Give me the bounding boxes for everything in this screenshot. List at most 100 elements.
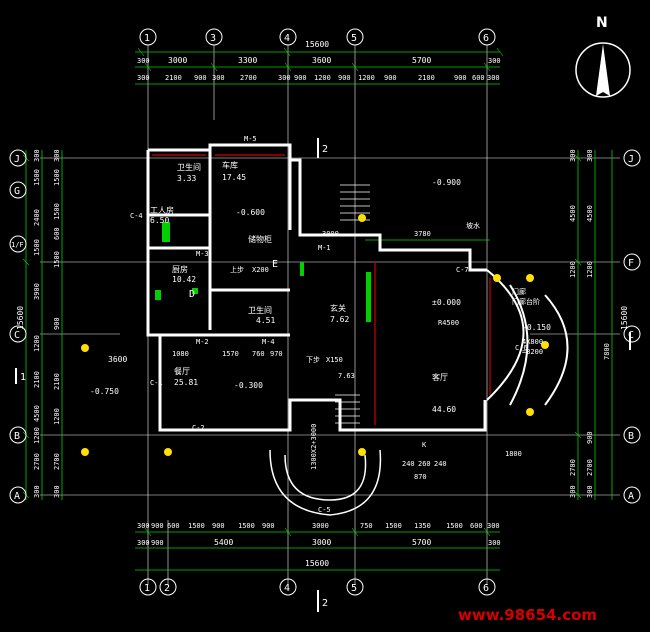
- dim-bot-r1-10: 1350: [414, 522, 431, 530]
- dim-left-i4: 1500: [53, 251, 61, 268]
- tag-D: D: [189, 289, 195, 300]
- room-kitchen-name: 厨房: [172, 264, 188, 274]
- dim-left-o5: 1200: [33, 335, 41, 352]
- dim-left-total: 15600: [16, 306, 25, 330]
- dim-top-r3-3: 300: [212, 74, 225, 82]
- room-kitchen-area: 10.42: [172, 275, 196, 284]
- note-r4500: R4500: [438, 319, 459, 327]
- dim-top-r3-1: 2100: [165, 74, 182, 82]
- section-top: 2: [322, 144, 328, 155]
- note-3200: =3200: [522, 348, 543, 356]
- dim-left-i8: 300: [53, 485, 61, 498]
- axis-left-C: C: [14, 330, 20, 341]
- left-dimension-texts: 15600 300 1500 2400 1500 3900 1200 2100 …: [16, 149, 61, 498]
- axis-right-C: C: [628, 330, 634, 341]
- dim-bot-r1-13: 300: [487, 522, 500, 530]
- dim-left-o6: 2100: [33, 371, 41, 388]
- stair-down-size: X150: [326, 356, 343, 364]
- room-worker-area: 6.50: [150, 216, 169, 225]
- section-left: 1: [20, 372, 26, 383]
- stair-run: 1300X2+3000: [310, 424, 318, 470]
- note-slope: 坡水: [466, 221, 480, 230]
- dim-top-r3-14: 300: [487, 74, 500, 82]
- elev-living: ±0.000: [432, 298, 461, 307]
- dim-top-r3-7: 1200: [314, 74, 331, 82]
- dim-bot-r2-3: 3000: [312, 538, 331, 547]
- note-4x800: 4X800: [522, 338, 543, 346]
- stair-down-label: 下步: [306, 356, 320, 364]
- dim-top-r2-4: 5700: [412, 56, 431, 65]
- stair-up-label: 上步: [230, 265, 244, 274]
- note-porch: 门廊: [512, 287, 526, 296]
- dim-top-r3-13: 600: [472, 74, 485, 82]
- dim-right-total: 15600: [620, 306, 629, 330]
- dim-bot-r2-4: 5700: [412, 538, 431, 547]
- light-points: [81, 214, 549, 456]
- dim-top-r2-1: 3000: [168, 56, 187, 65]
- axis-right-J: J: [628, 154, 634, 165]
- dim-top-r3-10: 900: [384, 74, 397, 82]
- dim-left-i6: 2100: [53, 373, 61, 390]
- dim-right-i4: 300: [569, 485, 577, 498]
- dim-left-i1: 1500: [53, 169, 61, 186]
- dim-left-o10: 2700: [53, 453, 61, 470]
- dim-left-o7: 4500: [33, 405, 41, 422]
- axis-grid-lines: [40, 45, 620, 585]
- dim-top-r2-3: 3600: [312, 56, 331, 65]
- axis-top-4: 4: [284, 33, 290, 44]
- dim-right-o3: 7800: [603, 343, 611, 360]
- dim-bot-r1-9: 1500: [385, 522, 402, 530]
- dim-bot-r1-2: 600: [167, 522, 180, 530]
- room-garage-area: 17.45: [222, 173, 246, 182]
- tag-C6: C-6: [515, 344, 528, 352]
- dim-top-r3-5: 300: [278, 74, 291, 82]
- stair-up-size: X200: [252, 266, 269, 274]
- watermark: www.98654.com: [458, 606, 597, 624]
- dim-top-r3-6: 900: [294, 74, 307, 82]
- section-bottom: 2: [322, 598, 328, 609]
- note-porch-steps: 门廊台阶: [512, 297, 540, 306]
- axis-bottom-6: 6: [483, 583, 489, 594]
- elev-dining: -0.300: [234, 381, 263, 390]
- axis-top-5: 5: [351, 33, 357, 44]
- column-markers: [155, 222, 371, 322]
- dim-bot-r2-0: 300: [137, 539, 150, 547]
- elev-porch: -0.150: [522, 323, 551, 332]
- dim-bot-r1-6: 900: [262, 522, 275, 530]
- dim-right-i1: 4500: [569, 205, 577, 222]
- room-foyer-area: 7.62: [330, 315, 349, 324]
- axis-bubbles: [9, 28, 641, 596]
- dim-top-r3-0: 300: [137, 74, 150, 82]
- dim-top-r3-2: 900: [194, 74, 207, 82]
- dim-left-o2: 2400: [33, 209, 41, 226]
- dim-top-r3-11: 2100: [418, 74, 435, 82]
- dim-left-o9: 2700: [33, 453, 41, 470]
- misc-260: 260: [418, 460, 431, 468]
- dim-left-o1: 1500: [33, 169, 41, 186]
- dim-left-i3: 600: [53, 227, 61, 240]
- tag-M2: M-2: [196, 338, 209, 346]
- dim-right-o2: 1200: [586, 261, 594, 278]
- dim-bot-r1-5: 1500: [238, 522, 255, 530]
- bay-window: [486, 269, 569, 406]
- misc-3780: 3780: [414, 230, 431, 238]
- axis-left-G: G: [14, 186, 20, 197]
- room-wc2-name: 卫生间: [248, 305, 272, 315]
- dim-bot-r1-3: 1500: [188, 522, 205, 530]
- axis-bottom-2: 2: [164, 583, 170, 594]
- dim-top-r3-9: 1200: [358, 74, 375, 82]
- dim-bot-r1-4: 900: [212, 522, 225, 530]
- room-dining-area: 25.81: [174, 378, 198, 387]
- tag-M1: M-1: [318, 244, 331, 252]
- misc-3000: 3000: [322, 230, 339, 238]
- dim-left-i5: 900: [53, 317, 61, 330]
- dim-bot-r2-1: 900: [151, 539, 164, 547]
- elev-garage: -0.600: [236, 208, 265, 217]
- dim-left-i7: 1200: [53, 408, 61, 425]
- dim-left-o8: 1200: [33, 427, 41, 444]
- elev-outside: -0.750: [90, 387, 119, 396]
- axis-top-3: 3: [210, 33, 216, 44]
- dim-bot-r2-5: 300: [488, 539, 501, 547]
- axis-left-A: A: [14, 491, 20, 502]
- dim-bot-r1-1: 900: [151, 522, 164, 530]
